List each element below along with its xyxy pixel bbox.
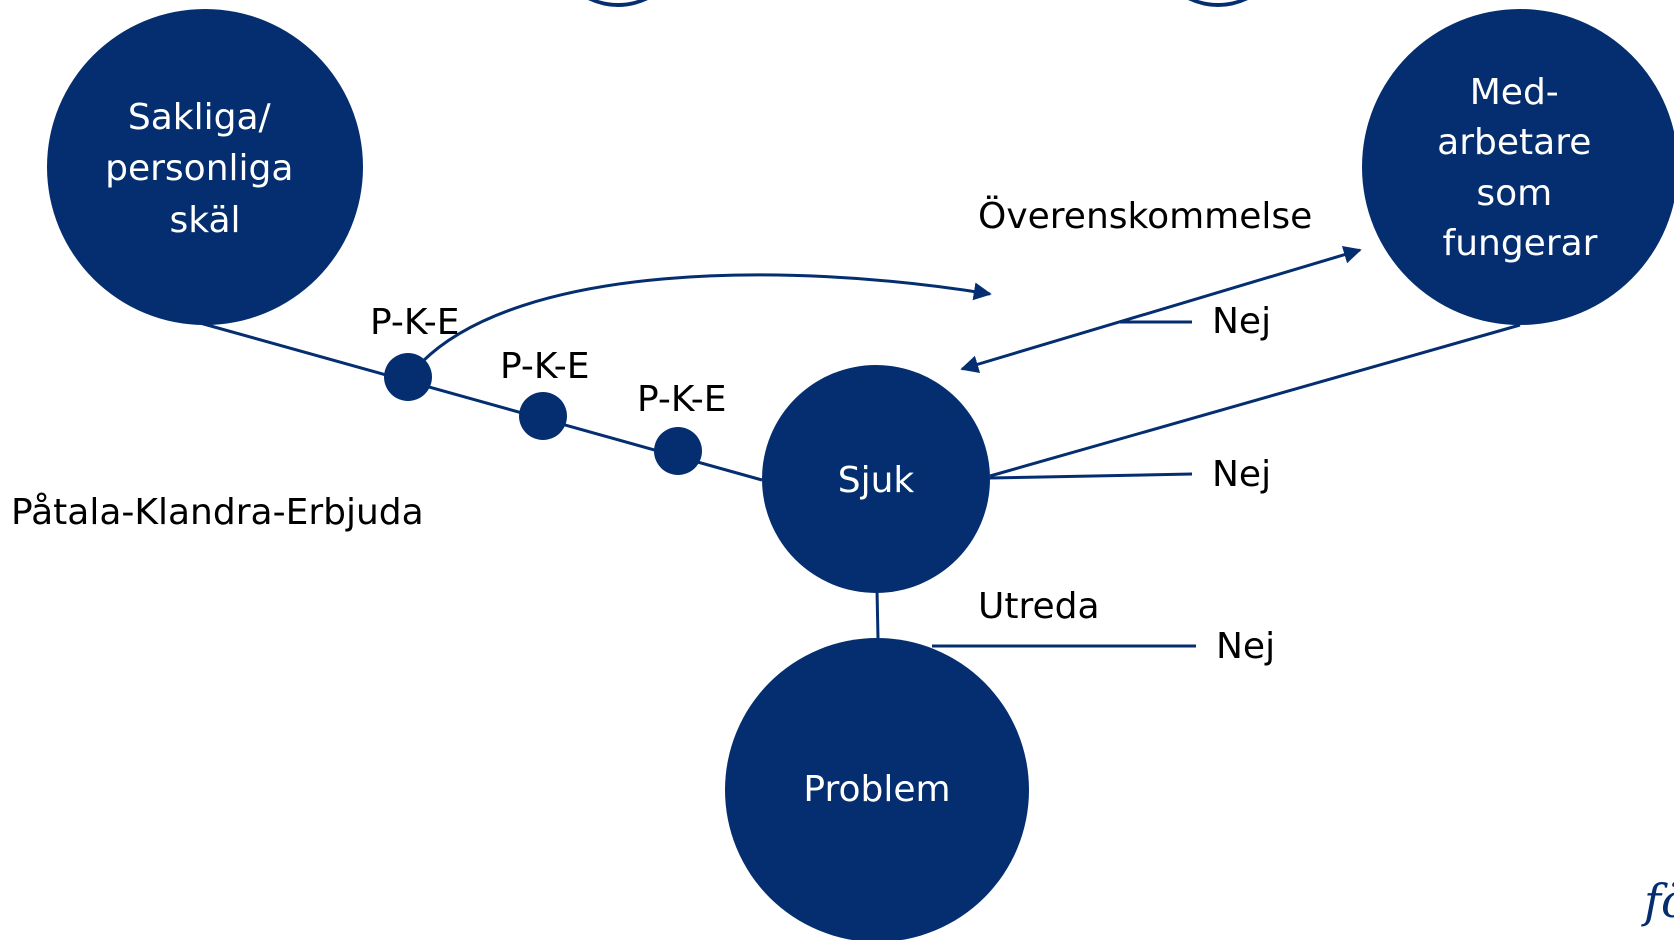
node-employee-line-3: som	[1476, 173, 1552, 214]
node-sick	[762, 365, 990, 593]
no-label-2: Nej	[1212, 454, 1271, 495]
logo-fragment: fö	[1641, 874, 1674, 928]
pke-label-1: P-K-E	[370, 302, 459, 343]
node-reasons-text: Sakliga/ personliga skäl	[105, 97, 305, 241]
agreement-double-arrow	[960, 246, 1362, 373]
node-reasons-line-3: skäl	[169, 200, 240, 241]
node-employee-line-1: Med-	[1470, 72, 1559, 113]
node-reasons-line-2: personliga	[105, 148, 293, 189]
node-problem-label: Problem	[803, 769, 950, 810]
node-sick-label: Sjuk	[838, 460, 915, 501]
pke-dot-3	[654, 427, 702, 475]
investigate-label: Utreda	[978, 586, 1100, 627]
node-employee-line-4: fungerar	[1443, 223, 1598, 264]
line-sick-to-problem	[875, 589, 880, 639]
pke-dot-2	[519, 392, 567, 440]
pke-label-2: P-K-E	[500, 346, 589, 387]
agreement-label: Överenskommelse	[978, 195, 1312, 237]
pke-legend: Påtala-Klandra-Erbjuda	[11, 492, 424, 533]
pke-dot-1	[384, 353, 432, 401]
line-sick-to-no-2	[989, 472, 1193, 480]
node-reasons	[47, 9, 363, 325]
no-label-3: Nej	[1216, 626, 1275, 667]
pke-label-3: P-K-E	[637, 379, 726, 420]
node-employee-line-2: arbetare	[1437, 122, 1591, 163]
cropped-title	[588, 0, 1248, 7]
curved-arrow	[420, 273, 992, 364]
no-label-1: Nej	[1212, 301, 1271, 342]
node-employee	[1362, 9, 1674, 325]
node-problem	[725, 638, 1029, 940]
line-sick-to-employee	[989, 323, 1521, 478]
node-employee-text: Med- arbetare som fungerar	[1437, 72, 1603, 264]
node-reasons-line-1: Sakliga/	[128, 97, 272, 138]
